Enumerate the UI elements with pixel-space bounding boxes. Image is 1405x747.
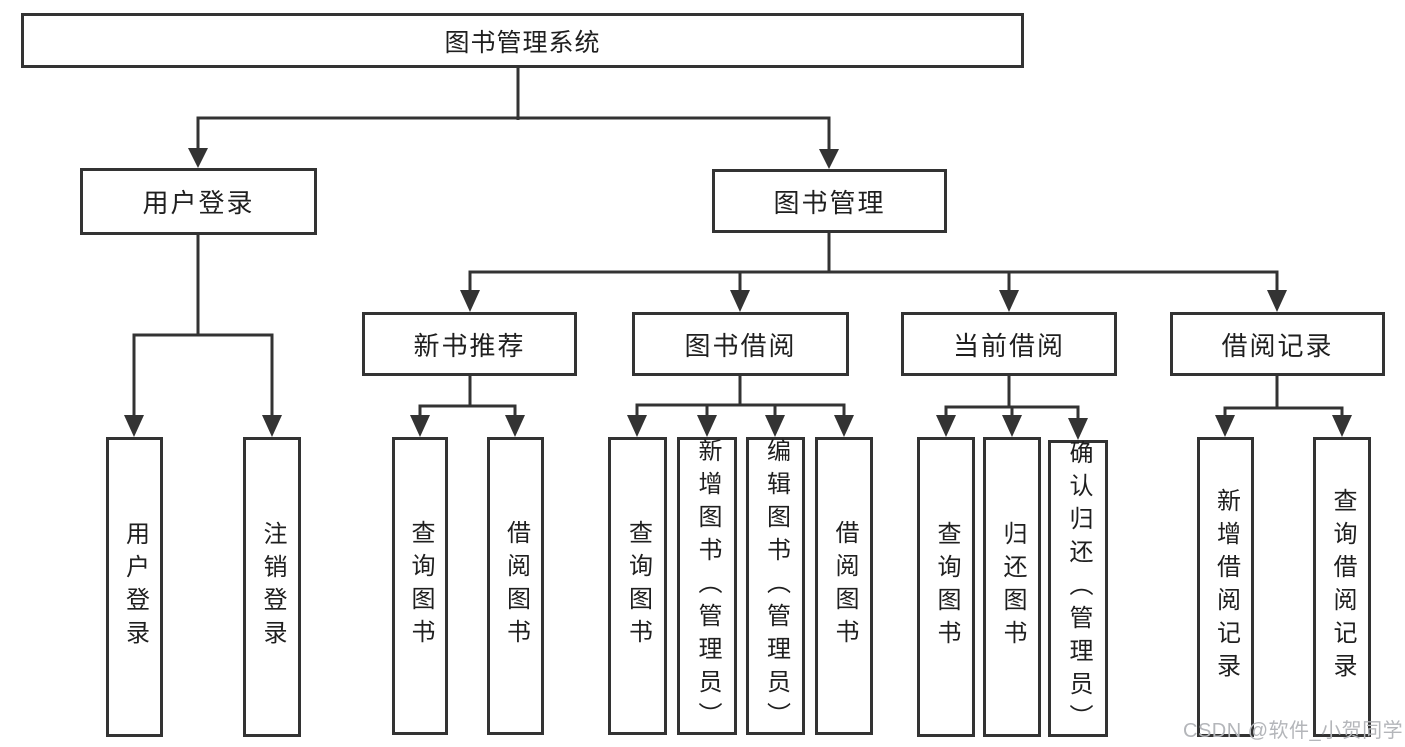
leaf-query-books-3-label: 查询图书 [933,521,960,653]
leaf-logout-label: 注销登录 [259,521,286,653]
leaf-confirm-return-admin-label: 确认归还（管理员） [1065,440,1092,737]
node-library-system-label: 图书管理系统 [444,28,601,57]
leaf-borrow-books-1: 借阅图书 [487,437,544,735]
node-current-borrow-label: 当前借阅 [952,330,1065,361]
leaf-add-borrow-record-label: 新增借阅记录 [1212,488,1240,686]
node-book-management-label: 图书管理 [773,187,886,218]
csdn-watermark: CSDN @软件_小贺同学 [1183,720,1404,742]
node-book-borrow-label: 图书借阅 [684,330,797,361]
node-book-borrow: 图书借阅 [632,312,849,376]
leaf-user-login: 用户登录 [106,437,163,737]
leaf-edit-book-admin: 编辑图书（管理员） [746,437,805,735]
leaf-query-borrow-record: 查询借阅记录 [1313,437,1371,737]
leaf-logout: 注销登录 [243,437,301,737]
leaf-query-books-3: 查询图书 [917,437,975,737]
node-current-borrow: 当前借阅 [901,312,1117,376]
leaf-user-login-label: 用户登录 [121,521,149,653]
leaf-edit-book-admin-label: 编辑图书（管理员） [762,437,790,735]
node-user-login-label: 用户登录 [142,188,255,218]
leaf-query-books-1-label: 查询图书 [407,520,434,652]
leaf-return-book: 归还图书 [983,437,1041,737]
leaf-borrow-books-2: 借阅图书 [815,437,873,735]
node-new-book-recommend-label: 新书推荐 [413,330,526,361]
leaf-add-borrow-record: 新增借阅记录 [1197,437,1254,737]
leaf-return-book-label: 归还图书 [999,521,1026,653]
leaf-query-borrow-record-label: 查询借阅记录 [1329,488,1356,686]
node-book-management: 图书管理 [712,169,947,233]
leaf-borrow-books-2-label: 借阅图书 [831,520,858,652]
node-borrow-records-label: 借阅记录 [1221,330,1334,361]
node-new-book-recommend: 新书推荐 [362,312,577,376]
leaf-borrow-books-1-label: 借阅图书 [502,520,530,652]
leaf-add-book-admin-label: 新增图书（管理员） [694,437,721,735]
leaf-query-books-2: 查询图书 [608,437,667,735]
leaf-add-book-admin: 新增图书（管理员） [677,437,737,735]
leaf-query-books-1: 查询图书 [392,437,448,735]
leaf-query-books-2-label: 查询图书 [624,520,652,652]
node-user-login: 用户登录 [80,168,317,235]
node-library-system: 图书管理系统 [21,13,1024,68]
node-borrow-records: 借阅记录 [1170,312,1385,376]
leaf-confirm-return-admin: 确认归还（管理员） [1048,440,1108,737]
